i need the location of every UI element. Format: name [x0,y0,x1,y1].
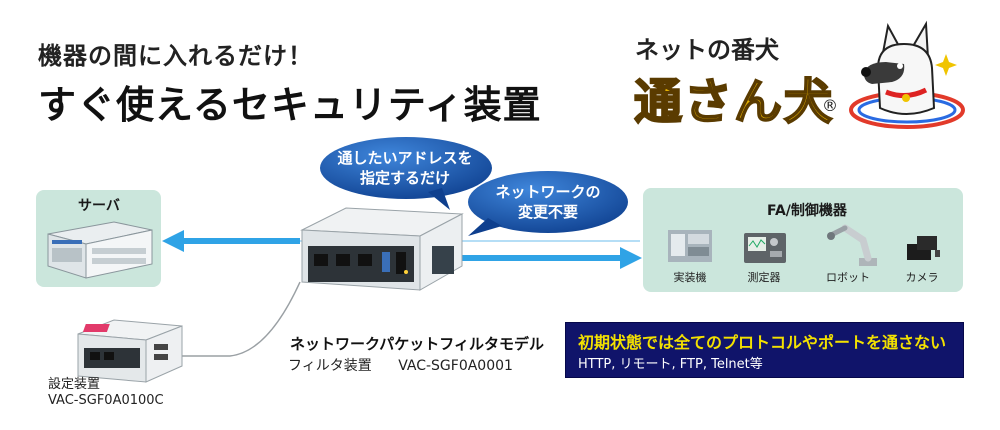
robot-arm-icon [827,224,877,266]
server-icon [47,221,153,279]
registered-mark: ® [822,96,838,115]
server-panel-label: サーバ [78,198,120,214]
brand-tagline: ネットの番犬 [635,36,779,64]
fa-item-label: 実装機 [673,271,707,284]
product-name: ネットワークパケットフィルタモデル [290,335,544,353]
arrow-to-fa-devices [462,247,642,269]
arrow-to-server [162,230,300,252]
bubble-left-line2: 指定するだけ [359,169,450,187]
dog-mascot-icon [849,20,965,129]
setting-device-name: 設定装置 [48,377,101,392]
default-policy-box: 初期状態では全てのプロトコルやポートを通さない HTTP, リモート, FTP,… [565,322,964,378]
measuring-instrument-icon [744,233,786,263]
mounting-machine-icon [668,230,712,262]
fa-devices-panel: FA/制御機器 実装機 測定器 ロボット カメラ [643,188,963,292]
product-sub-label: フィルタ装置 [288,358,372,374]
bubble-address-setting: 通したいアドレスを 指定するだけ [318,136,492,210]
brand-name: 通さん犬 [633,73,835,131]
setting-device-label: 設定装置 VAC-SGF0A0100C [48,377,164,409]
fa-panel-label: FA/制御機器 [767,203,847,219]
config-cable [182,281,301,357]
bubble-left-line1: 通したいアドレスを [337,149,473,167]
bubble-no-network-change: ネットワークの 変更不要 [466,170,628,236]
bubble-right-line2: 変更不要 [517,203,578,221]
blocked-protocols-text: HTTP, リモート, FTP, Telnet等 [578,357,763,372]
setting-device [77,319,183,383]
page-title: すぐ使えるセキュリティ装置 [38,83,542,127]
product-sub: フィルタ装置 VAC-SGF0A0001 [288,355,513,375]
server-panel: サーバ [36,190,161,287]
packet-filter-device [300,207,464,291]
product-model: VAC-SGF0A0001 [398,358,513,374]
default-policy-text: 初期状態では全てのプロトコルやポートを通さない [578,333,947,352]
fa-item-label: 測定器 [747,271,781,284]
fa-item-label: カメラ [905,271,939,284]
camera-icon [907,236,940,260]
subtitle: 機器の間に入れるだけ！ [38,42,313,70]
bubble-shape [320,137,492,210]
bubble-right-line1: ネットワークの [495,183,601,201]
setting-device-model: VAC-SGF0A0100C [48,393,164,408]
fa-item-label: ロボット [826,271,870,284]
bubble-shape [468,171,628,236]
